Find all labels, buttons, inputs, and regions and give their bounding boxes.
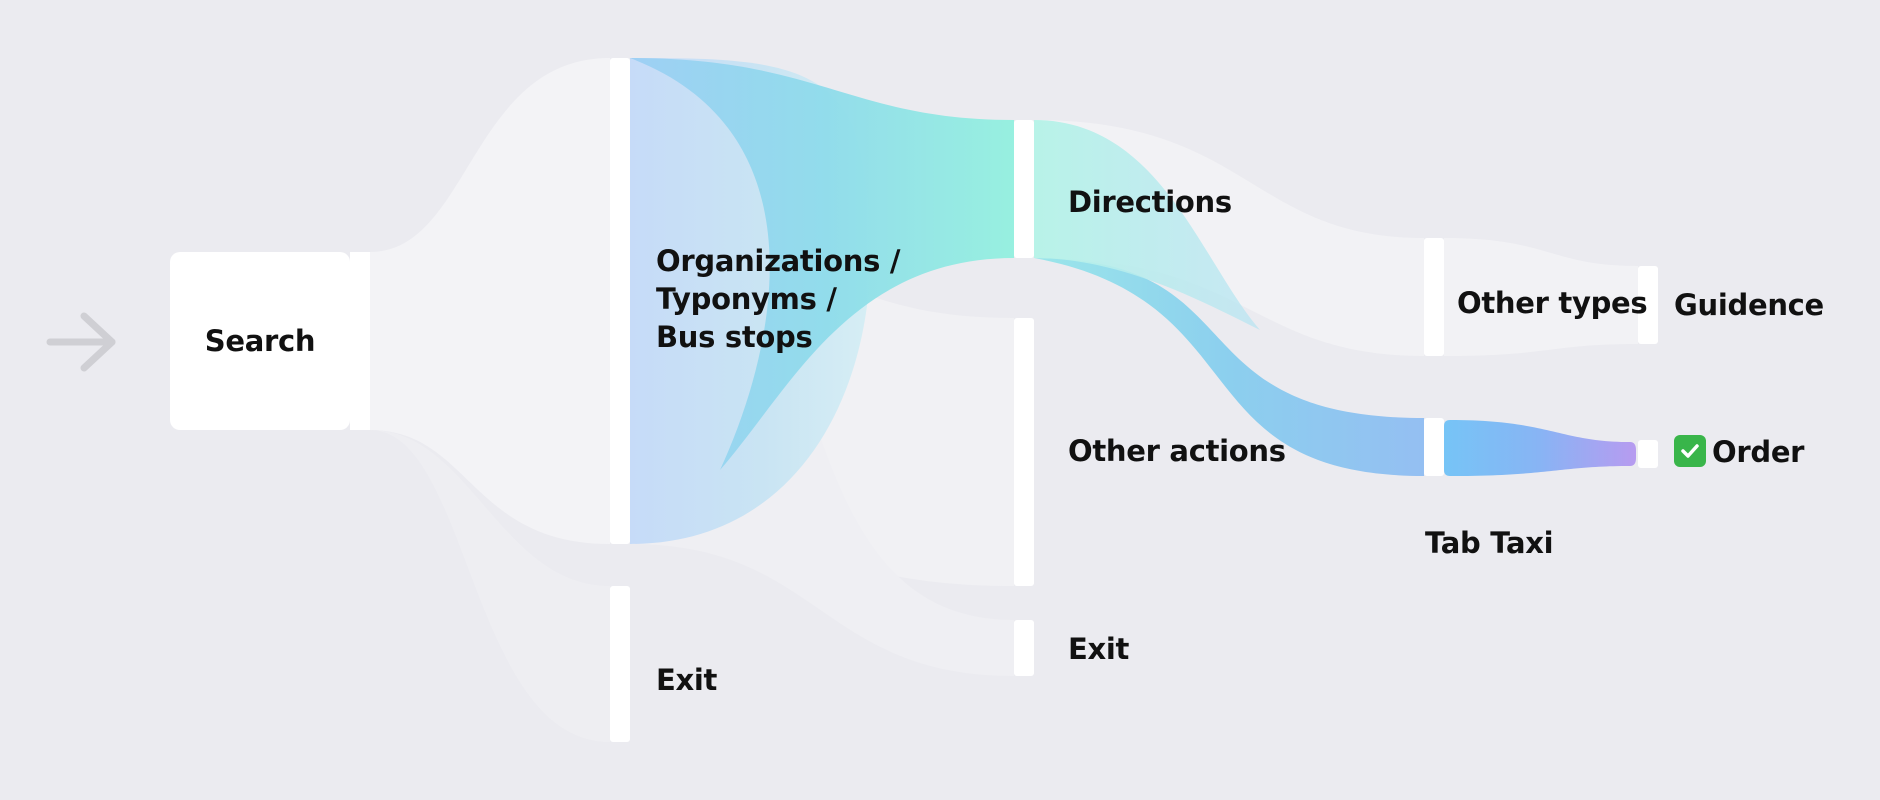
node-bar-order[interactable] xyxy=(1638,440,1658,468)
flow-directions-upper xyxy=(1034,120,1260,330)
node-search[interactable]: Search xyxy=(170,252,350,430)
node-bar-search[interactable] xyxy=(350,252,370,430)
check-mark-icon xyxy=(1674,435,1706,467)
arrow-right-icon xyxy=(46,312,116,372)
node-label-exit-2: Exit xyxy=(1068,632,1130,666)
node-bar-other-types[interactable] xyxy=(1424,238,1444,356)
flow-directions-tab-taxi xyxy=(1034,258,1424,476)
node-label-directions: Directions xyxy=(1068,185,1232,219)
node-label-other-types: Other types xyxy=(1457,286,1648,320)
flow-tab-taxi-order xyxy=(1444,420,1636,476)
node-label-exit-1: Exit xyxy=(656,663,718,697)
node-label-other-actions: Other actions xyxy=(1068,434,1286,468)
node-label-guidence: Guidence xyxy=(1674,288,1824,322)
flow-search-exit xyxy=(370,430,610,742)
node-label-organizations: Organizations / Typonyms / Bus stops xyxy=(656,244,901,354)
node-bar-directions[interactable] xyxy=(1014,120,1034,258)
node-bar-other-actions[interactable] xyxy=(1014,318,1034,586)
node-bar-organizations[interactable] xyxy=(610,58,630,544)
node-bar-tab-taxi[interactable] xyxy=(1424,418,1444,476)
node-bar-exit-2[interactable] xyxy=(1014,620,1034,676)
flow-other-types-guidence xyxy=(1444,238,1638,356)
flow-organizations-directions-teal xyxy=(630,58,1014,470)
flow-search-organizations xyxy=(370,58,610,544)
node-bar-guidence[interactable] xyxy=(1638,266,1658,344)
node-label-order: Order xyxy=(1712,435,1805,469)
node-label-tab-taxi: Tab Taxi xyxy=(1425,526,1554,560)
node-bar-exit-1[interactable] xyxy=(610,586,630,742)
node-label-search: Search xyxy=(204,324,316,358)
